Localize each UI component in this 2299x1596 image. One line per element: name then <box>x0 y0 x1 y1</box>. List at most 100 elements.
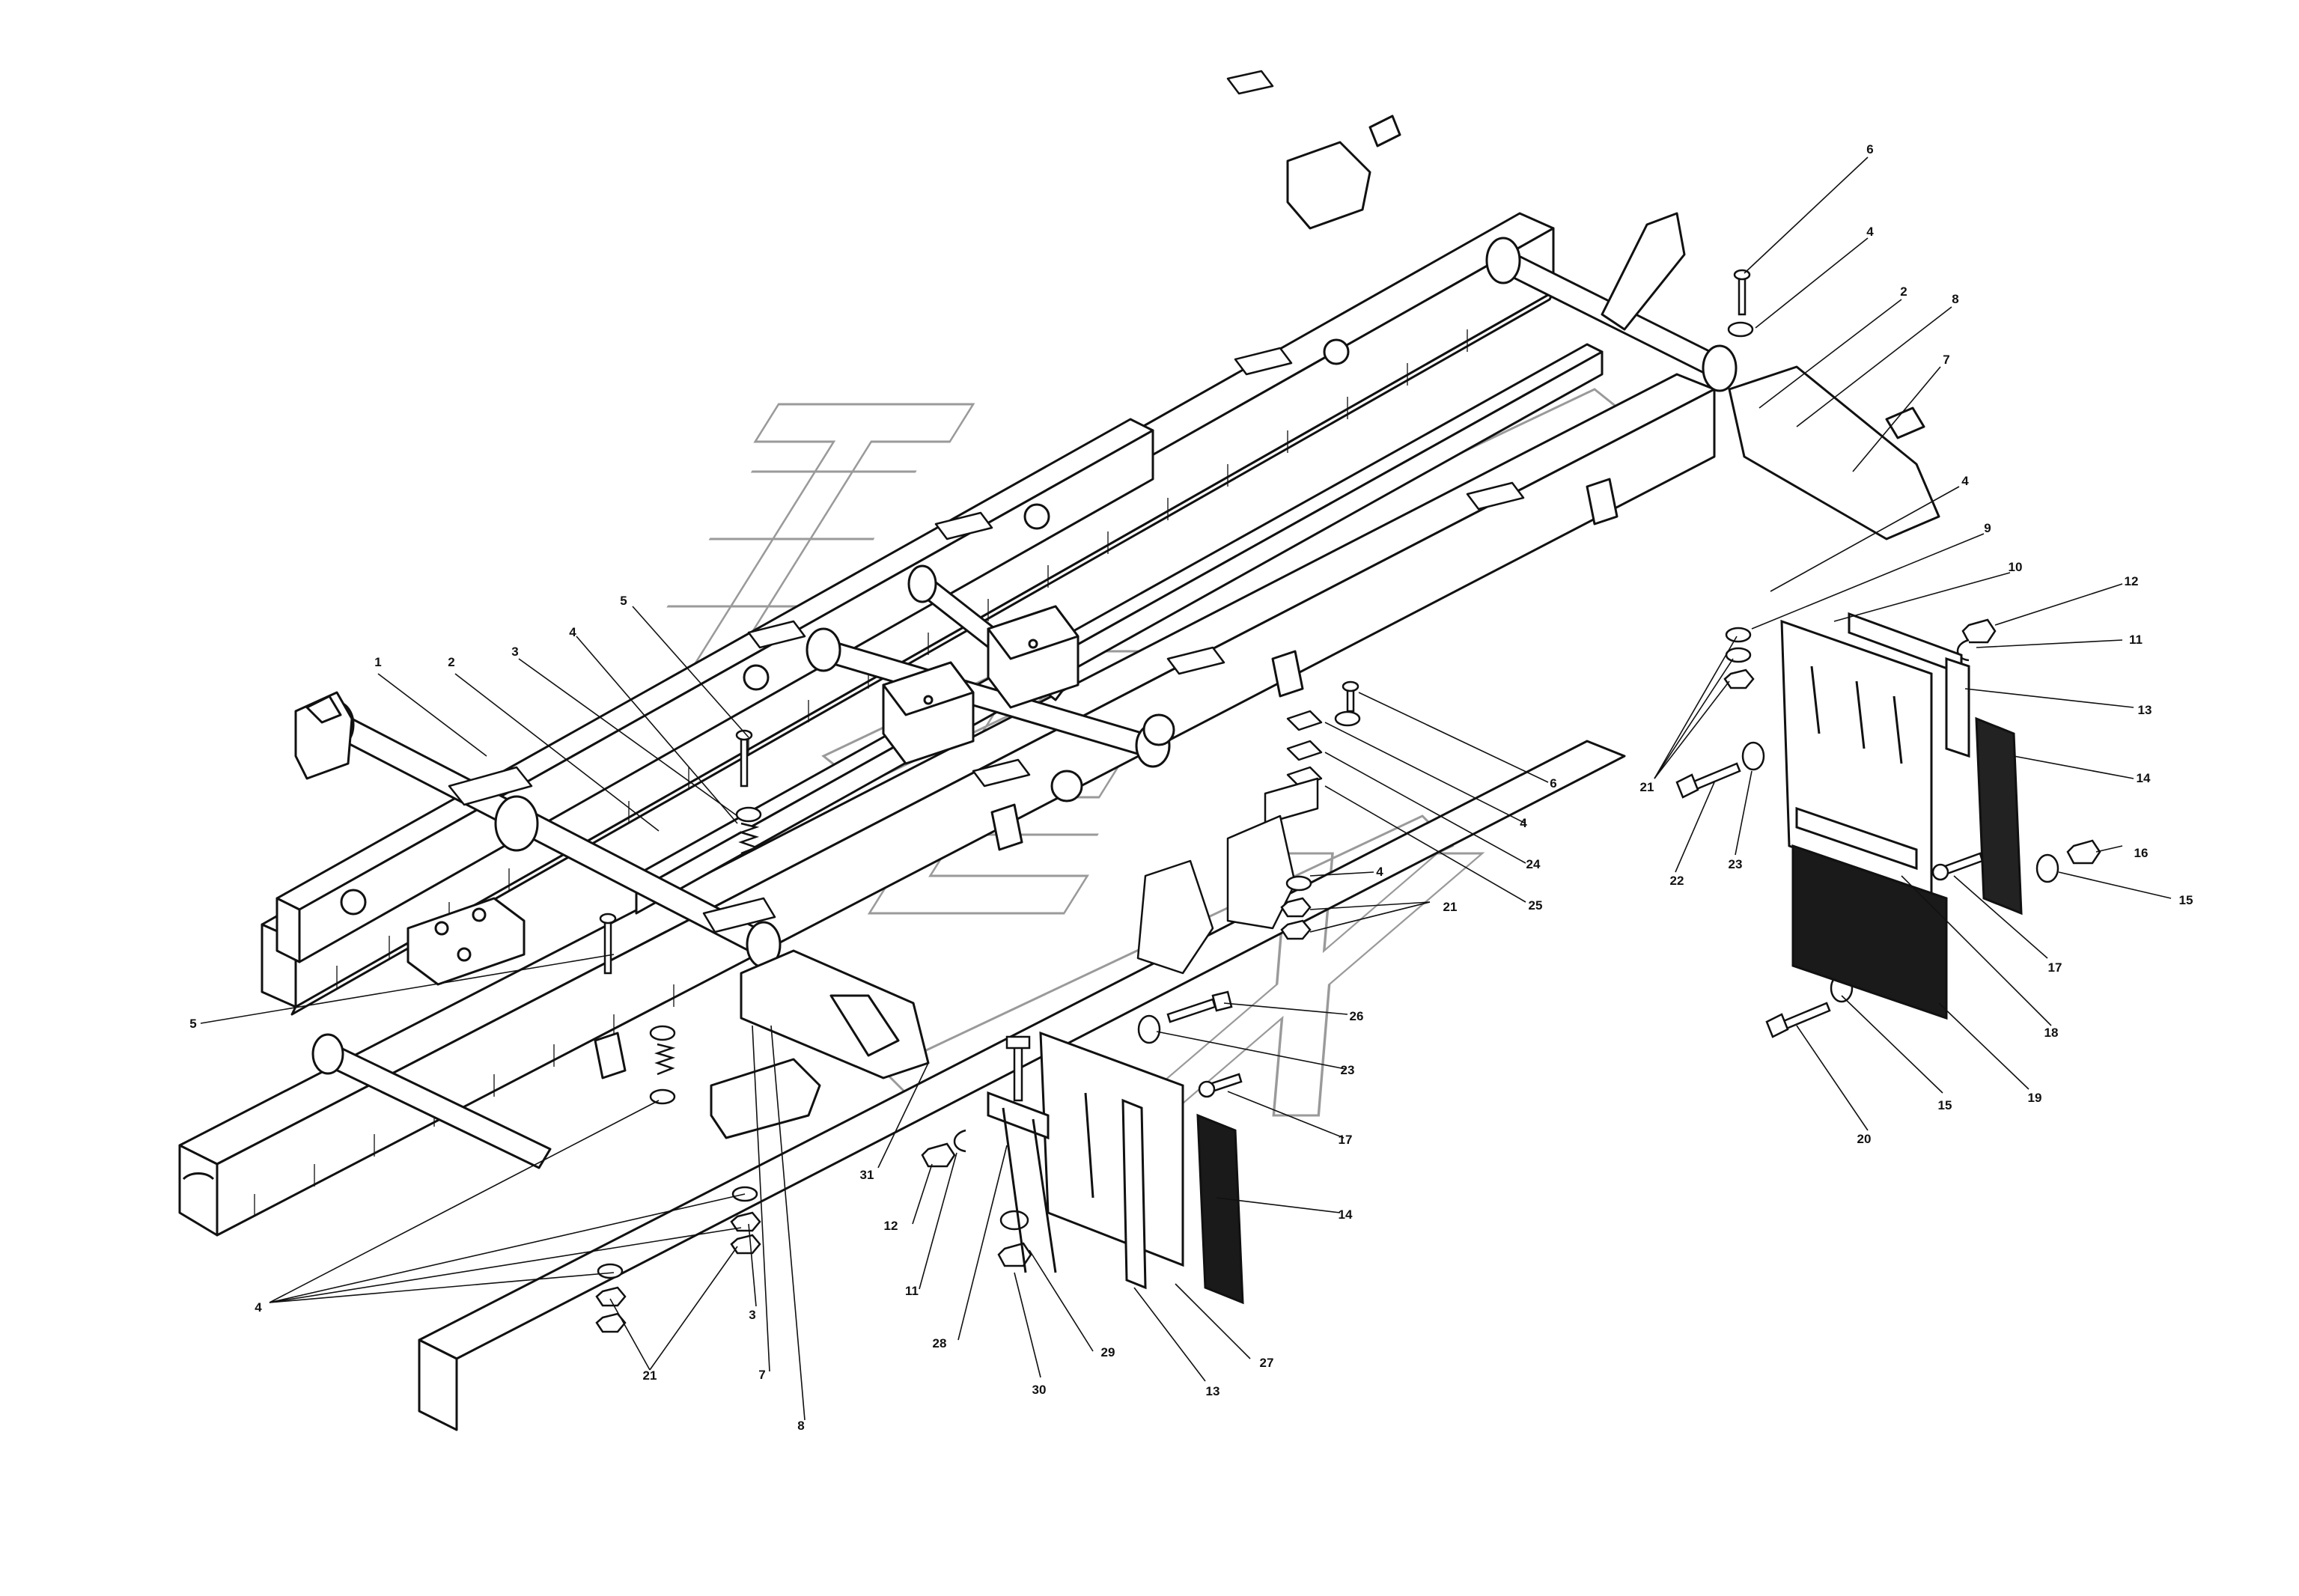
spring-coil-left <box>737 822 760 855</box>
callout-label: 2 <box>1900 284 1907 299</box>
callout-label: 1 <box>374 655 381 669</box>
nut <box>595 1312 627 1333</box>
callout-label: 30 <box>1032 1383 1047 1397</box>
washer <box>597 1263 624 1279</box>
washer <box>1741 741 1765 771</box>
callout-label: 4 <box>569 625 576 639</box>
callout-label: 17 <box>1339 1133 1353 1147</box>
callout-label: 21 <box>1443 900 1458 914</box>
bolt-horizontal-20 <box>1765 1002 1831 1038</box>
bolt-horizontal-17b <box>1198 1073 1243 1098</box>
callout-label: 26 <box>1350 1009 1364 1023</box>
callout-label: 13 <box>2138 703 2152 717</box>
nut <box>1280 919 1312 940</box>
callout-label: 25 <box>1529 898 1543 913</box>
callout-label: 7 <box>758 1368 765 1382</box>
rear-spring-hanger <box>1286 115 1940 540</box>
bolt-31 <box>1005 1035 1031 1102</box>
callout-label: 3 <box>511 645 518 659</box>
nut <box>2066 839 2101 865</box>
washer <box>1137 1014 1161 1044</box>
spring-coil-left-2 <box>654 1043 676 1076</box>
chassis-frame <box>178 70 1940 1431</box>
lock-washer <box>953 1129 966 1153</box>
callout-label: 9 <box>1984 521 1991 535</box>
callout-label: 15 <box>2179 893 2193 907</box>
washer <box>1725 647 1752 663</box>
callout-label: 15 <box>1938 1098 1952 1112</box>
washer <box>1725 627 1752 643</box>
callout-label: 4 <box>255 1300 262 1315</box>
frame-tongue <box>1601 212 1686 331</box>
nut <box>1961 618 1997 644</box>
pillow-blocks <box>882 605 1080 765</box>
washer <box>1285 875 1312 892</box>
washer <box>649 1025 676 1041</box>
mudguard-assemblies <box>987 612 2023 1305</box>
bolt-horizontal-26 <box>1166 990 1233 1023</box>
callout-label: 16 <box>2134 846 2149 860</box>
nut <box>595 1286 627 1307</box>
center-shackle-plates <box>1136 710 1323 975</box>
callout-label: 2 <box>448 655 454 669</box>
callout-label: 11 <box>905 1284 919 1298</box>
washer <box>649 1088 676 1105</box>
nut <box>1723 668 1755 689</box>
callout-label: 4 <box>1961 474 1969 488</box>
callout-label: 14 <box>1339 1207 1353 1222</box>
washer <box>2035 853 2059 883</box>
bolt-horizontal-17 <box>1931 852 1984 881</box>
bolt-vertical-left <box>735 729 753 788</box>
callout-label: 7 <box>1943 353 1949 367</box>
callout-label: 10 <box>2009 560 2023 574</box>
rear-mudflap-strip <box>1975 716 2023 916</box>
callout-label: 18 <box>2044 1026 2059 1040</box>
callout-label: 29 <box>1101 1345 1115 1359</box>
bushings <box>340 338 1619 1079</box>
washer <box>999 1210 1029 1231</box>
callout-labels: 1 2 3 4 5 5 4 21 3 7 8 31 12 11 28 30 29… <box>189 142 2193 1433</box>
rear-mudflap-rubber <box>1791 844 1948 1020</box>
nut <box>1280 897 1312 918</box>
fasteners <box>595 269 2101 1333</box>
front-mudflap-strip <box>1196 1113 1244 1305</box>
callout-label: 21 <box>1640 780 1654 794</box>
callout-label: 5 <box>620 594 627 608</box>
bolt-horizontal-22 <box>1675 762 1741 799</box>
callout-label: 8 <box>1952 292 1958 306</box>
callout-label: 5 <box>189 1017 196 1031</box>
front-spring-hanger <box>294 691 930 1079</box>
bolt-vertical-rear <box>1733 269 1751 316</box>
callout-label: 4 <box>1866 225 1874 239</box>
front-mudflap-bracket <box>987 1031 1184 1290</box>
callout-label: 19 <box>2028 1091 2042 1105</box>
callout-label: 12 <box>2125 574 2139 588</box>
top-pads <box>448 70 1525 933</box>
callout-label: 23 <box>1341 1063 1355 1077</box>
callout-label: 12 <box>884 1219 898 1233</box>
callout-label: 11 <box>2129 633 2143 647</box>
callout-label: 20 <box>1857 1132 1872 1146</box>
callout-label: 8 <box>797 1419 804 1433</box>
washer <box>1334 710 1361 727</box>
callout-label: 27 <box>1260 1356 1274 1370</box>
callout-label: 14 <box>2137 771 2151 785</box>
front-mount-plate <box>406 897 821 1139</box>
callout-label: 6 <box>1866 142 1873 156</box>
callout-label: 6 <box>1550 776 1556 791</box>
nut <box>997 1242 1032 1267</box>
rear-mudflap-bracket <box>1780 612 1970 901</box>
callout-label: 21 <box>643 1368 657 1383</box>
callout-label: 4 <box>1376 865 1383 879</box>
nut <box>730 1211 761 1232</box>
callout-label: 22 <box>1670 874 1684 888</box>
washer <box>1727 321 1754 338</box>
lower-cross-tube <box>311 1033 552 1169</box>
nut <box>730 1234 761 1255</box>
callout-label: 28 <box>933 1336 947 1350</box>
callout-label: 3 <box>749 1308 755 1322</box>
callout-label: 4 <box>1520 816 1527 830</box>
callout-label: 24 <box>1526 857 1541 871</box>
washer <box>735 806 762 823</box>
callout-label: 17 <box>2048 960 2062 975</box>
